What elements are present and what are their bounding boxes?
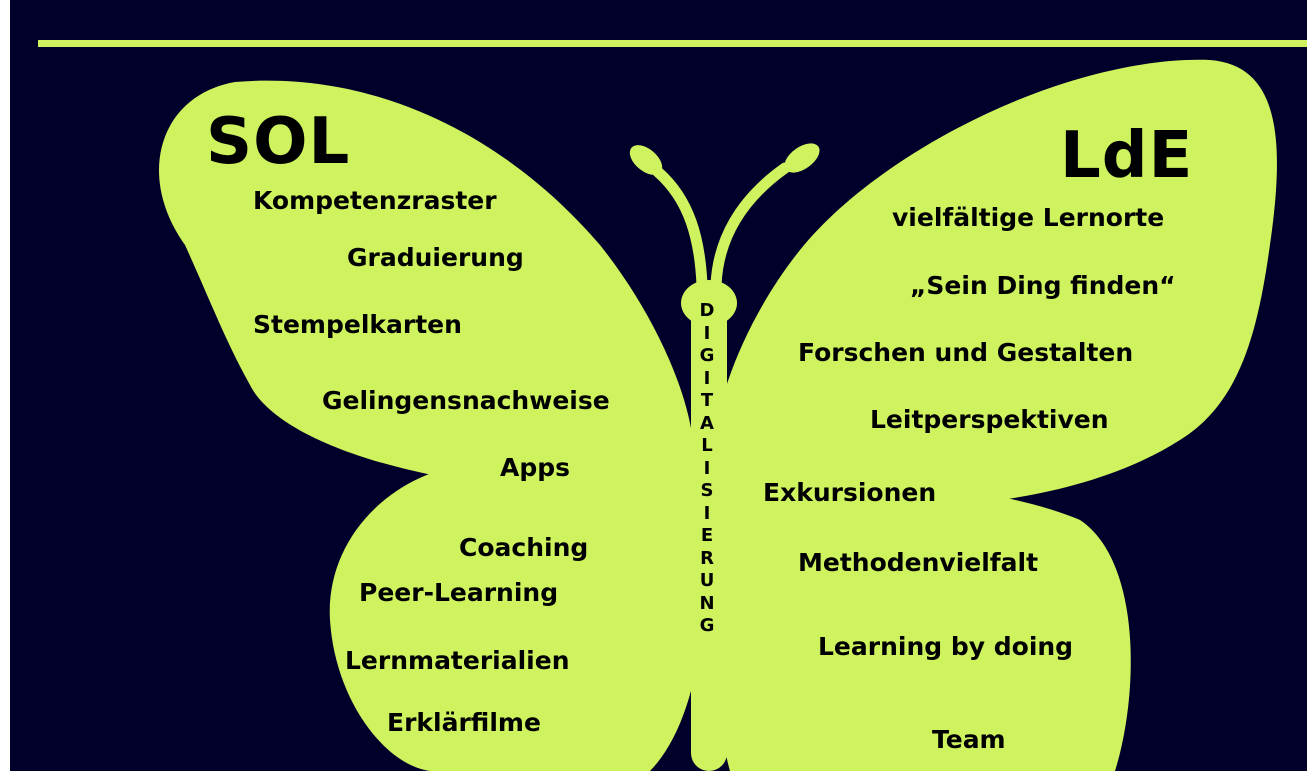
right-wing-title: LdE [1060, 119, 1194, 193]
body-letter: D [699, 300, 715, 321]
butterfly-body [691, 300, 727, 771]
right-wing-term: Team [932, 725, 1006, 754]
left-wing-term: Stempelkarten [253, 310, 462, 339]
body-letter: N [699, 592, 715, 614]
digitalisierung-vertical-text: D I G I T A L I S I E R U N G [689, 300, 725, 638]
body-letter: R [700, 547, 714, 569]
right-wing-term: Forschen und Gestalten [798, 338, 1134, 367]
body-letter: E [700, 525, 714, 546]
left-antenna-tip [629, 145, 663, 175]
body-letter: I [703, 367, 711, 389]
body-letter: L [701, 435, 713, 456]
right-antenna [710, 162, 791, 291]
butterfly-shape [158, 59, 1277, 771]
body-letter: U [699, 570, 715, 591]
right-wing-term: Methodenvielfalt [798, 548, 1039, 577]
left-wing-title: SOL [206, 105, 351, 179]
right-antenna-tip [784, 143, 820, 173]
body-letter: T [700, 390, 714, 411]
left-wing-term: Graduierung [347, 243, 524, 272]
left-wing-term: Peer-Learning [359, 578, 559, 607]
right-lower-wing [711, 477, 1131, 771]
top-accent-line [38, 40, 1307, 47]
body-letter: I [703, 457, 711, 479]
butterfly-head [681, 280, 737, 326]
body-letter: S [700, 480, 714, 501]
right-upper-wing [711, 59, 1277, 510]
body-letter: G [699, 615, 715, 636]
left-wing-term: Gelingensnachweise [322, 386, 610, 415]
left-lower-wing [329, 459, 706, 771]
left-wing-term: Coaching [459, 533, 589, 562]
body-letter: I [703, 502, 711, 524]
left-wing-term: Erklärfilme [387, 708, 541, 737]
body-letter: G [699, 345, 715, 366]
left-wing-term: Lernmaterialien [345, 646, 570, 675]
left-wing-term: Apps [500, 453, 571, 482]
right-wing-term: Learning by doing [818, 632, 1074, 661]
right-wing-term: Leitperspektiven [870, 405, 1109, 434]
right-wing-term: vielfältige Lernorte [892, 203, 1165, 232]
left-wing-term: Kompetenzraster [253, 186, 497, 215]
right-wing-term: Exkursionen [763, 478, 937, 507]
left-upper-wing [158, 80, 695, 496]
right-wing-term: „Sein Ding finden“ [910, 271, 1176, 300]
slide: SOL Kompetenzraster Graduierung Stempelk… [10, 0, 1307, 771]
left-antenna [652, 166, 708, 291]
body-letter: I [703, 322, 711, 344]
body-letter: A [700, 412, 714, 434]
